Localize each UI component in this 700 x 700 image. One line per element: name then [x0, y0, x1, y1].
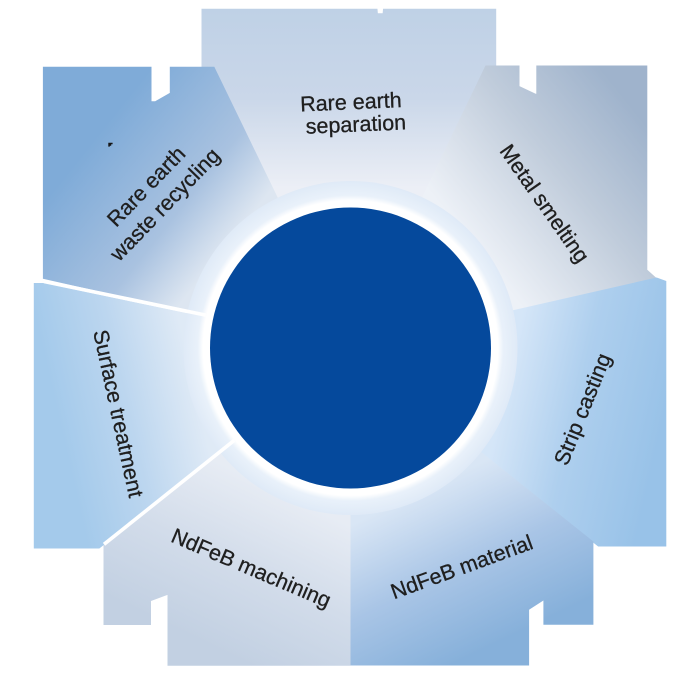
- svg-text:separation: separation: [305, 110, 406, 138]
- svg-text:Rare earth: Rare earth: [300, 88, 403, 116]
